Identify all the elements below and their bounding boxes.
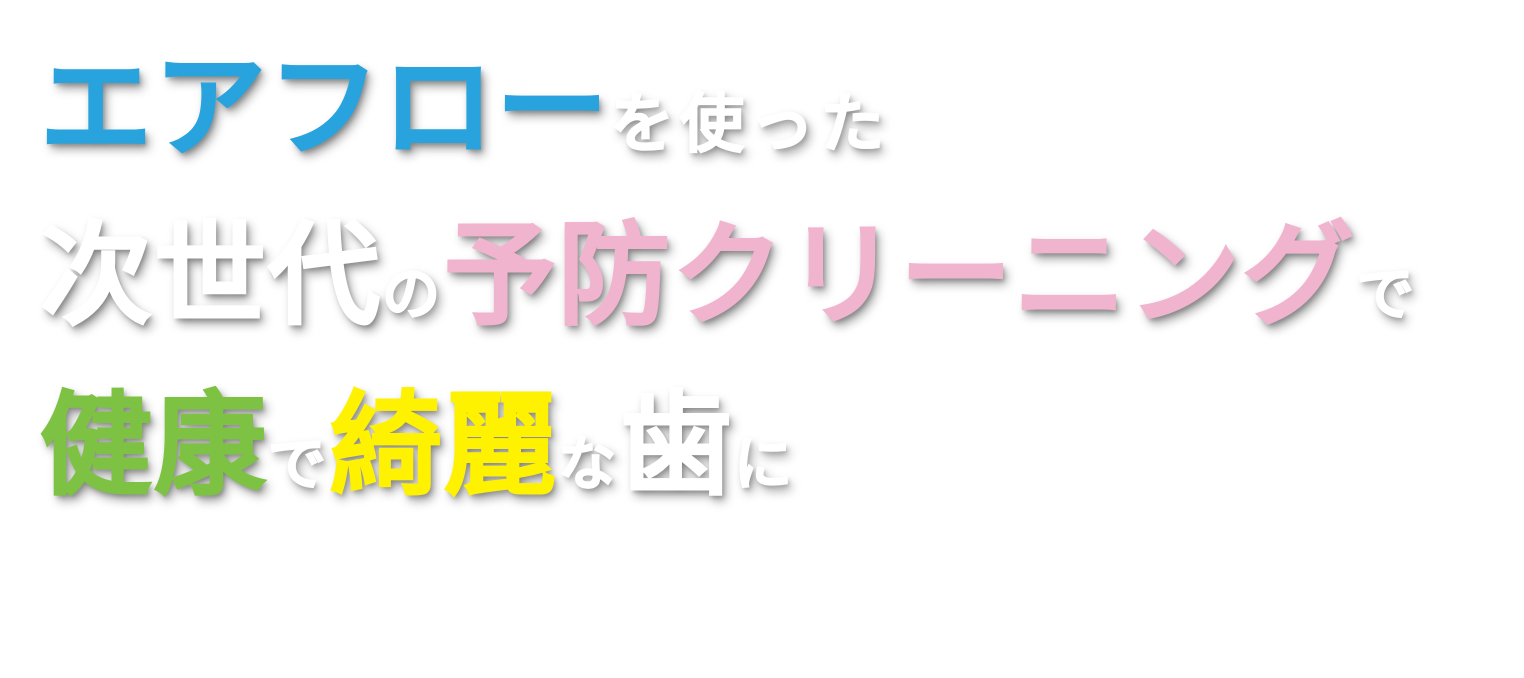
de-particle-2: で: [267, 430, 331, 498]
healthy-text: 健康: [39, 381, 268, 511]
headline-line-1: エアフロー を使った: [39, 43, 1500, 173]
headline: エアフロー を使った 次世代 の 予防クリーニング で 健康 で 綺麗 な 歯 …: [39, 40, 1500, 511]
next-generation-text: 次世代: [39, 211, 382, 341]
de-particle: で: [1355, 260, 1419, 328]
airflow-text: エアフロー: [39, 43, 610, 173]
preventive-cleaning-text: 予防クリーニング: [443, 211, 1357, 341]
wo-tsukatta-text: を使った: [609, 88, 890, 162]
no-particle: の: [381, 260, 445, 328]
headline-line-2: 次世代 の 予防クリーニング で: [39, 211, 1500, 341]
na-particle: な: [557, 430, 621, 498]
beautiful-text: 綺麗: [329, 381, 559, 511]
headline-line-3: 健康 で 綺麗 な 歯 に: [39, 381, 1500, 511]
ni-particle: に: [733, 430, 797, 498]
teeth-text: 歯: [619, 381, 735, 511]
